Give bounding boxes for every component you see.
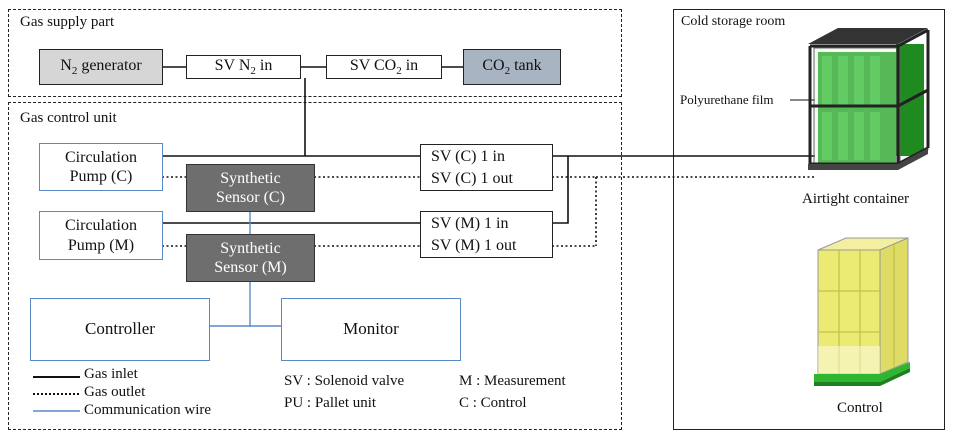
circulation-pump-m: Circulation Pump (M) [39, 211, 163, 260]
pump-m-line2: Pump (M) [67, 236, 135, 254]
sensor-m-line2: Sensor (M) [214, 259, 287, 276]
sv-c-out-label: SV (C) 1 out [431, 170, 513, 187]
airtight-container-illustration [808, 28, 930, 170]
control-label: Control [837, 400, 883, 416]
sv-co2-in-label: SV CO2 in [349, 56, 419, 77]
abbr-pu: PU : Pallet unit [284, 395, 377, 411]
sensor-m-line1: Synthetic [220, 239, 281, 257]
sensor-c-line2: Sensor (C) [216, 189, 285, 206]
cold-storage-title: Cold storage room [681, 14, 786, 29]
sensor-c-line1: Synthetic [220, 169, 281, 187]
wire-svm-to-trunk [552, 156, 569, 224]
legend-communication-wire: Communication wire [84, 402, 212, 418]
n2-generator-box: N2 generator [39, 49, 163, 85]
sv-m-out-label: SV (M) 1 out [431, 237, 517, 254]
controller-label: Controller [85, 319, 155, 339]
polyurethane-film-label: Polyurethane film [680, 92, 774, 107]
circulation-pump-c: Circulation Pump (C) [39, 143, 163, 191]
co2-tank-box: CO2 tank [463, 49, 561, 85]
sv-m-box: SV (M) 1 in SV (M) 1 out [420, 211, 553, 258]
airtight-container-label: Airtight container [802, 191, 910, 207]
abbr-sv: SV : Solenoid valve [284, 373, 405, 389]
synthetic-sensor-c: Synthetic Sensor (C) [186, 164, 315, 212]
n2-generator-label: N2 generator [60, 56, 142, 77]
synthetic-sensor-m: Synthetic Sensor (M) [186, 234, 315, 282]
legend-gas-inlet: Gas inlet [84, 366, 138, 382]
legend-gas-outlet: Gas outlet [84, 384, 146, 400]
sv-c-box: SV (C) 1 in SV (C) 1 out [420, 144, 553, 191]
comm-sensor-to-ctrl [210, 282, 251, 327]
gas-supply-region [8, 9, 622, 97]
monitor-box: Monitor [281, 298, 461, 361]
pump-c-line2: Pump (C) [69, 168, 133, 185]
sv-c-in-label: SV (C) 1 in [431, 148, 505, 165]
sv-n2-in-label: SV N2 in [214, 56, 273, 77]
controller-box: Controller [30, 298, 210, 361]
cold-storage-region [673, 9, 945, 430]
monitor-label: Monitor [343, 319, 399, 339]
abbr-c: C : Control [459, 395, 527, 411]
pump-c-line1: Circulation [65, 148, 137, 166]
gas-control-region [8, 102, 622, 430]
pump-m-line1: Circulation [65, 217, 137, 235]
sv-co2-in-box: SV CO2 in [326, 55, 442, 79]
gas-supply-title: Gas supply part [20, 14, 115, 30]
sv-m-in-label: SV (M) 1 in [431, 215, 509, 232]
co2-tank-label: CO2 tank [482, 56, 542, 77]
gas-control-title: Gas control unit [20, 110, 117, 126]
sv-n2-in-box: SV N2 in [186, 55, 301, 79]
control-container-illustration [814, 237, 910, 386]
abbr-m: M : Measurement [459, 373, 566, 389]
